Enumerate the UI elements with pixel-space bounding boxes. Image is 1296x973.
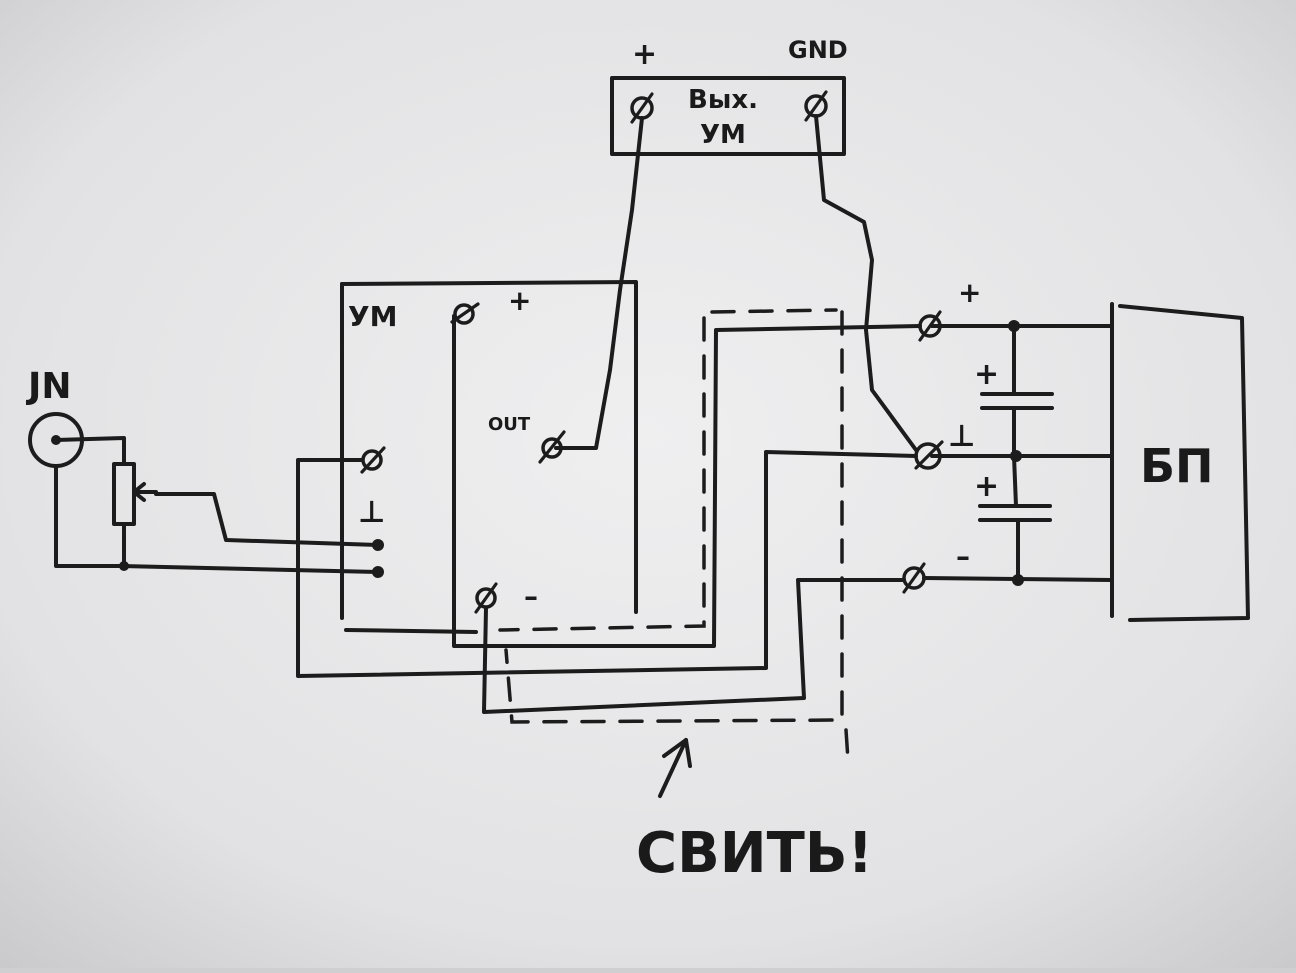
output-gnd-label: GND: [788, 36, 848, 64]
psu-minus-label: –: [956, 540, 970, 573]
wire-jack-ground-to-pot: [54, 464, 126, 568]
wire-pot-wiper-to-amp: [154, 492, 380, 547]
psu-box-outline: [1118, 304, 1250, 622]
wire-output-plus-to-amp-out: [554, 116, 644, 450]
cap-bottom-plus-label: +: [974, 469, 999, 504]
arrow-head-icon: [662, 738, 692, 768]
psu-block-label: БП: [1140, 439, 1214, 493]
amp-plus-label: +: [508, 284, 531, 317]
amplifier-board: УМ + ⊥ OUT –: [340, 280, 638, 620]
input-jack-label: JN: [25, 366, 72, 407]
junction-minus: [1012, 574, 1024, 586]
output-block-outline: [610, 76, 846, 156]
cap-top-plus-label: +: [974, 357, 999, 392]
twist-annotation: СВИТЬ!: [636, 738, 873, 886]
wire-jack-to-pot-top: [54, 436, 126, 466]
amp-block-label: УМ: [348, 300, 397, 333]
amp-ground-label: ⊥: [358, 495, 385, 530]
capacitor-bottom-icon: [978, 504, 1052, 522]
amp-outline-outer: [340, 280, 638, 614]
wire-output-gnd-to-psu-ground: [814, 114, 918, 452]
twist-note-label: СВИТЬ!: [636, 821, 873, 886]
capacitor-top-icon: [980, 392, 1054, 410]
wire-amp-bottom: [344, 628, 478, 634]
junction-plus: [1008, 320, 1020, 332]
twist-zone-outline: [498, 308, 850, 762]
wire-ground-to-amp: [122, 564, 380, 574]
psu-plus-label: +: [958, 276, 981, 309]
wiring: [296, 114, 922, 714]
output-plus-label: +: [632, 37, 657, 72]
psu-ground-label: ⊥: [948, 419, 975, 454]
amp-plus-terminal-icon: [450, 302, 480, 325]
wire-amp-ground-to-psu-ground: [296, 450, 918, 678]
wire-amp-plus-to-psu-plus: [452, 314, 922, 648]
input-section: JN: [25, 366, 380, 574]
amp-out-label: OUT: [488, 414, 531, 435]
junction-ground: [1010, 450, 1022, 462]
arrow-shaft-icon: [658, 738, 688, 798]
amp-minus-label: –: [524, 580, 538, 613]
wire-amp-minus-to-psu-minus: [482, 578, 906, 714]
output-block-label-line2: УМ: [700, 120, 746, 150]
psu-section: + + + ⊥ – БП: [902, 276, 1250, 622]
output-block-label-line1: Вых.: [688, 85, 758, 115]
